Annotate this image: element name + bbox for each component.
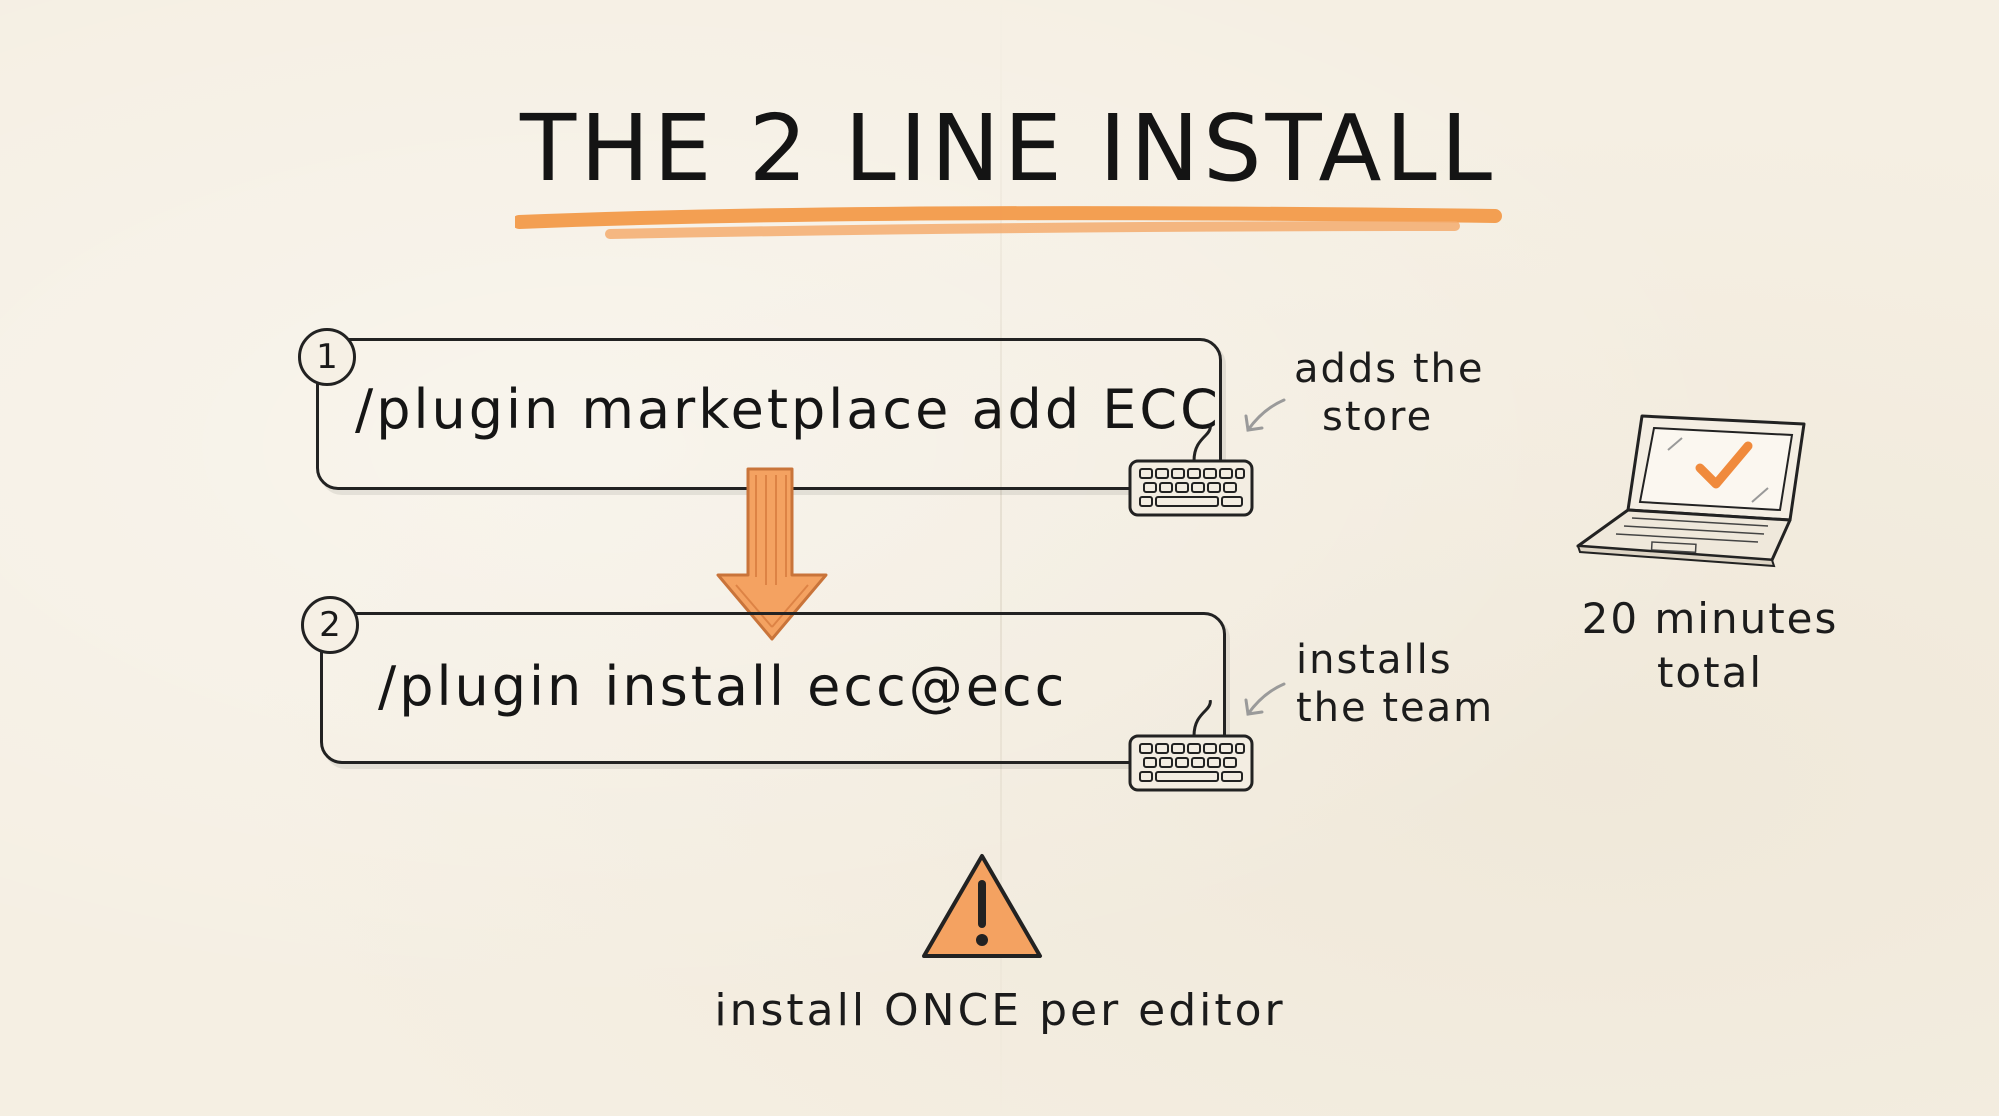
- time-note-line2: total: [1656, 648, 1764, 697]
- step-note-2: installs the team: [1296, 636, 1494, 732]
- step-note-2-line1: installs: [1296, 637, 1453, 683]
- step-note-1-line1: adds the: [1294, 346, 1485, 392]
- laptop-check-icon: [1576, 414, 1806, 568]
- keyboard-icon: [1128, 700, 1254, 792]
- step-number-1: 1: [298, 328, 356, 386]
- step-note-1-line2: store: [1322, 394, 1434, 440]
- warning-icon: [922, 854, 1042, 958]
- page-title: THE 2 LINE INSTALL: [520, 95, 1496, 202]
- step-number-2: 2: [301, 596, 359, 654]
- command-box-2: [320, 612, 1226, 764]
- step-note-1: adds the store: [1294, 345, 1485, 441]
- title-underline: [515, 206, 1502, 239]
- time-note-line1: 20 minutes: [1581, 594, 1839, 643]
- down-arrow-icon: [716, 467, 828, 641]
- command-text-2[interactable]: /plugin install ecc@ecc: [378, 655, 1068, 718]
- command-text-1[interactable]: /plugin marketplace add ECC: [355, 378, 1221, 441]
- pointer-arrow-icon: [1244, 398, 1286, 432]
- keyboard-icon: [1128, 425, 1254, 517]
- step-note-2-line2: the team: [1296, 685, 1495, 731]
- time-note: 20 minutes total: [1560, 592, 1860, 700]
- warning-text: install ONCE per editor: [714, 985, 1286, 1036]
- paper-fold: [1000, 0, 1002, 1116]
- pointer-arrow-icon: [1244, 682, 1286, 716]
